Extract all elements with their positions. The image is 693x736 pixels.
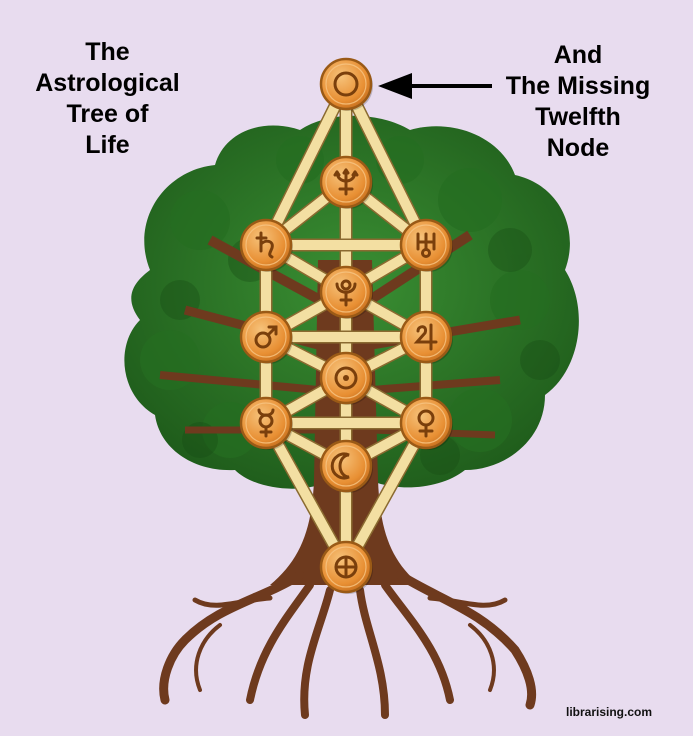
- node-venus-disc: [399, 396, 453, 450]
- node-mars: [239, 310, 293, 364]
- site-credit: librarising.com: [566, 705, 653, 719]
- moon-icon: [330, 452, 350, 480]
- mars-icon: [254, 325, 278, 349]
- node-jupiter-disc: [399, 310, 453, 364]
- venus-icon: [417, 409, 435, 438]
- title-left-line: Life: [85, 131, 130, 159]
- tree-roots: [159, 570, 537, 719]
- title-right: And The Missing Twelfth Node: [488, 40, 668, 164]
- path-venus-earth: [341, 418, 431, 572]
- node-top-disc: [319, 57, 373, 111]
- node-top: [319, 57, 373, 111]
- neptune-icon: [333, 168, 359, 196]
- arrow-left-icon: [378, 73, 492, 99]
- path-top-uranus: [341, 79, 431, 250]
- title-right-line: Node: [546, 134, 610, 162]
- title-left-line: Tree of: [66, 100, 149, 128]
- sun-icon: [334, 366, 358, 390]
- mercury-icon: [257, 408, 275, 438]
- earth-icon: [334, 555, 358, 579]
- uranus-icon: [416, 232, 436, 258]
- node-uranus: [399, 218, 453, 272]
- node-moon: [319, 439, 373, 493]
- node-mercury-disc: [239, 396, 293, 450]
- path-mercury-earth: [261, 418, 351, 572]
- tree-nodes: [239, 57, 453, 594]
- node-earth: [319, 540, 373, 594]
- empty-circle-icon: [333, 71, 359, 97]
- jupiter-icon: [413, 323, 438, 351]
- node-mercury: [239, 396, 293, 450]
- title-left-line: The: [85, 38, 130, 66]
- path-top-saturn: [261, 79, 351, 250]
- pluto-icon: [335, 279, 357, 307]
- title-right-line: And: [553, 41, 603, 69]
- node-saturn: [239, 218, 293, 272]
- node-jupiter: [399, 310, 453, 364]
- node-venus: [399, 396, 453, 450]
- title-right-line: Twelfth: [535, 103, 621, 131]
- node-pluto: [319, 265, 373, 319]
- node-saturn-disc: [239, 218, 293, 272]
- node-neptune: [319, 155, 373, 209]
- saturn-icon: [255, 231, 274, 259]
- node-sun: [319, 351, 373, 405]
- node-moon-disc: [319, 439, 373, 493]
- title-left-line: Astrological: [35, 69, 180, 97]
- title-right-line: The Missing: [505, 72, 651, 100]
- title-left: The Astrological Tree of Life: [20, 37, 195, 161]
- node-mars-disc: [239, 310, 293, 364]
